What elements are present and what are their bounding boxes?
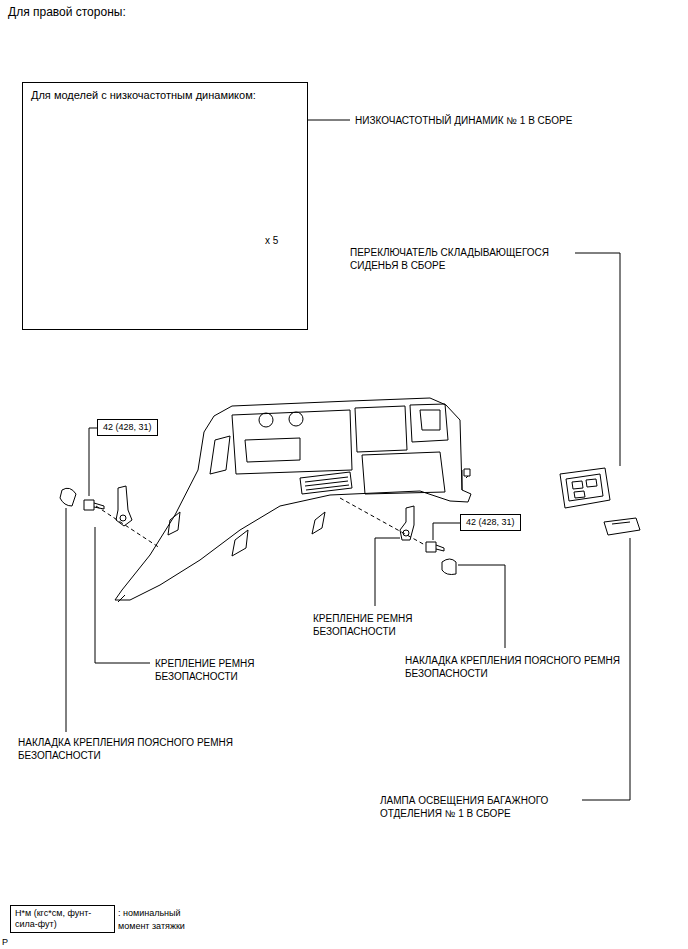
variant-frame: Для моделей с низкочастотным динамиком: [22,82,308,330]
belt-anchor [400,506,414,540]
cover [60,488,76,506]
legend-box: Н*м (кгс*см, фунт-сила-фут) [10,905,115,933]
part-name: НАКЛАДКА КРЕПЛЕНИЯ ПОЯСНОГО РЕМНЯ БЕЗОПА… [405,654,630,680]
node-text: 42 (428, 31) [466,517,515,528]
title: Для правой стороны: [8,6,126,19]
part-name: НАКЛАДКА КРЕПЛЕНИЯ ПОЯСНОГО РЕМНЯ БЕЗОПА… [18,736,243,762]
part-name: КРЕПЛЕНИЕ РЕМНЯ БЕЗОПАСНОСТИ [155,657,285,683]
part-name: КРЕПЛЕНИЕ РЕМНЯ БЕЗОПАСНОСТИ [313,612,443,638]
bolt [84,500,104,510]
lamp-drawing [604,518,640,535]
node-text: Н*м (кгс*см, фунт-сила-фут) [15,908,110,930]
torque-box: 42 (428, 31) [97,419,158,436]
part-name: ЛАМПА ОСВЕЩЕНИЯ БАГАЖНОГО ОТДЕЛЕНИЯ № 1 … [380,794,580,820]
legend-text: : номинальный момент затяжки [118,907,208,933]
node-text: Для моделей с низкочастотным динамиком: [31,89,299,102]
switch-drawing [560,468,610,508]
part-name: НИЗКОЧАСТОТНЫЙ ДИНАМИК № 1 В СБОРЕ [355,114,655,127]
cover [442,559,456,575]
node-text: 42 (428, 31) [103,422,152,433]
torque-box: 42 (428, 31) [460,514,521,531]
quantity: x 5 [265,234,295,247]
trim-panel-drawing [115,398,471,602]
bolt [426,542,444,552]
part-name: ПЕРЕКЛЮЧАТЕЛЬ СКЛАДЫВАЮЩЕГОСЯ СИДЕНЬЯ В … [350,246,572,272]
page-mark: P [2,936,16,949]
belt-anchor [116,486,132,526]
